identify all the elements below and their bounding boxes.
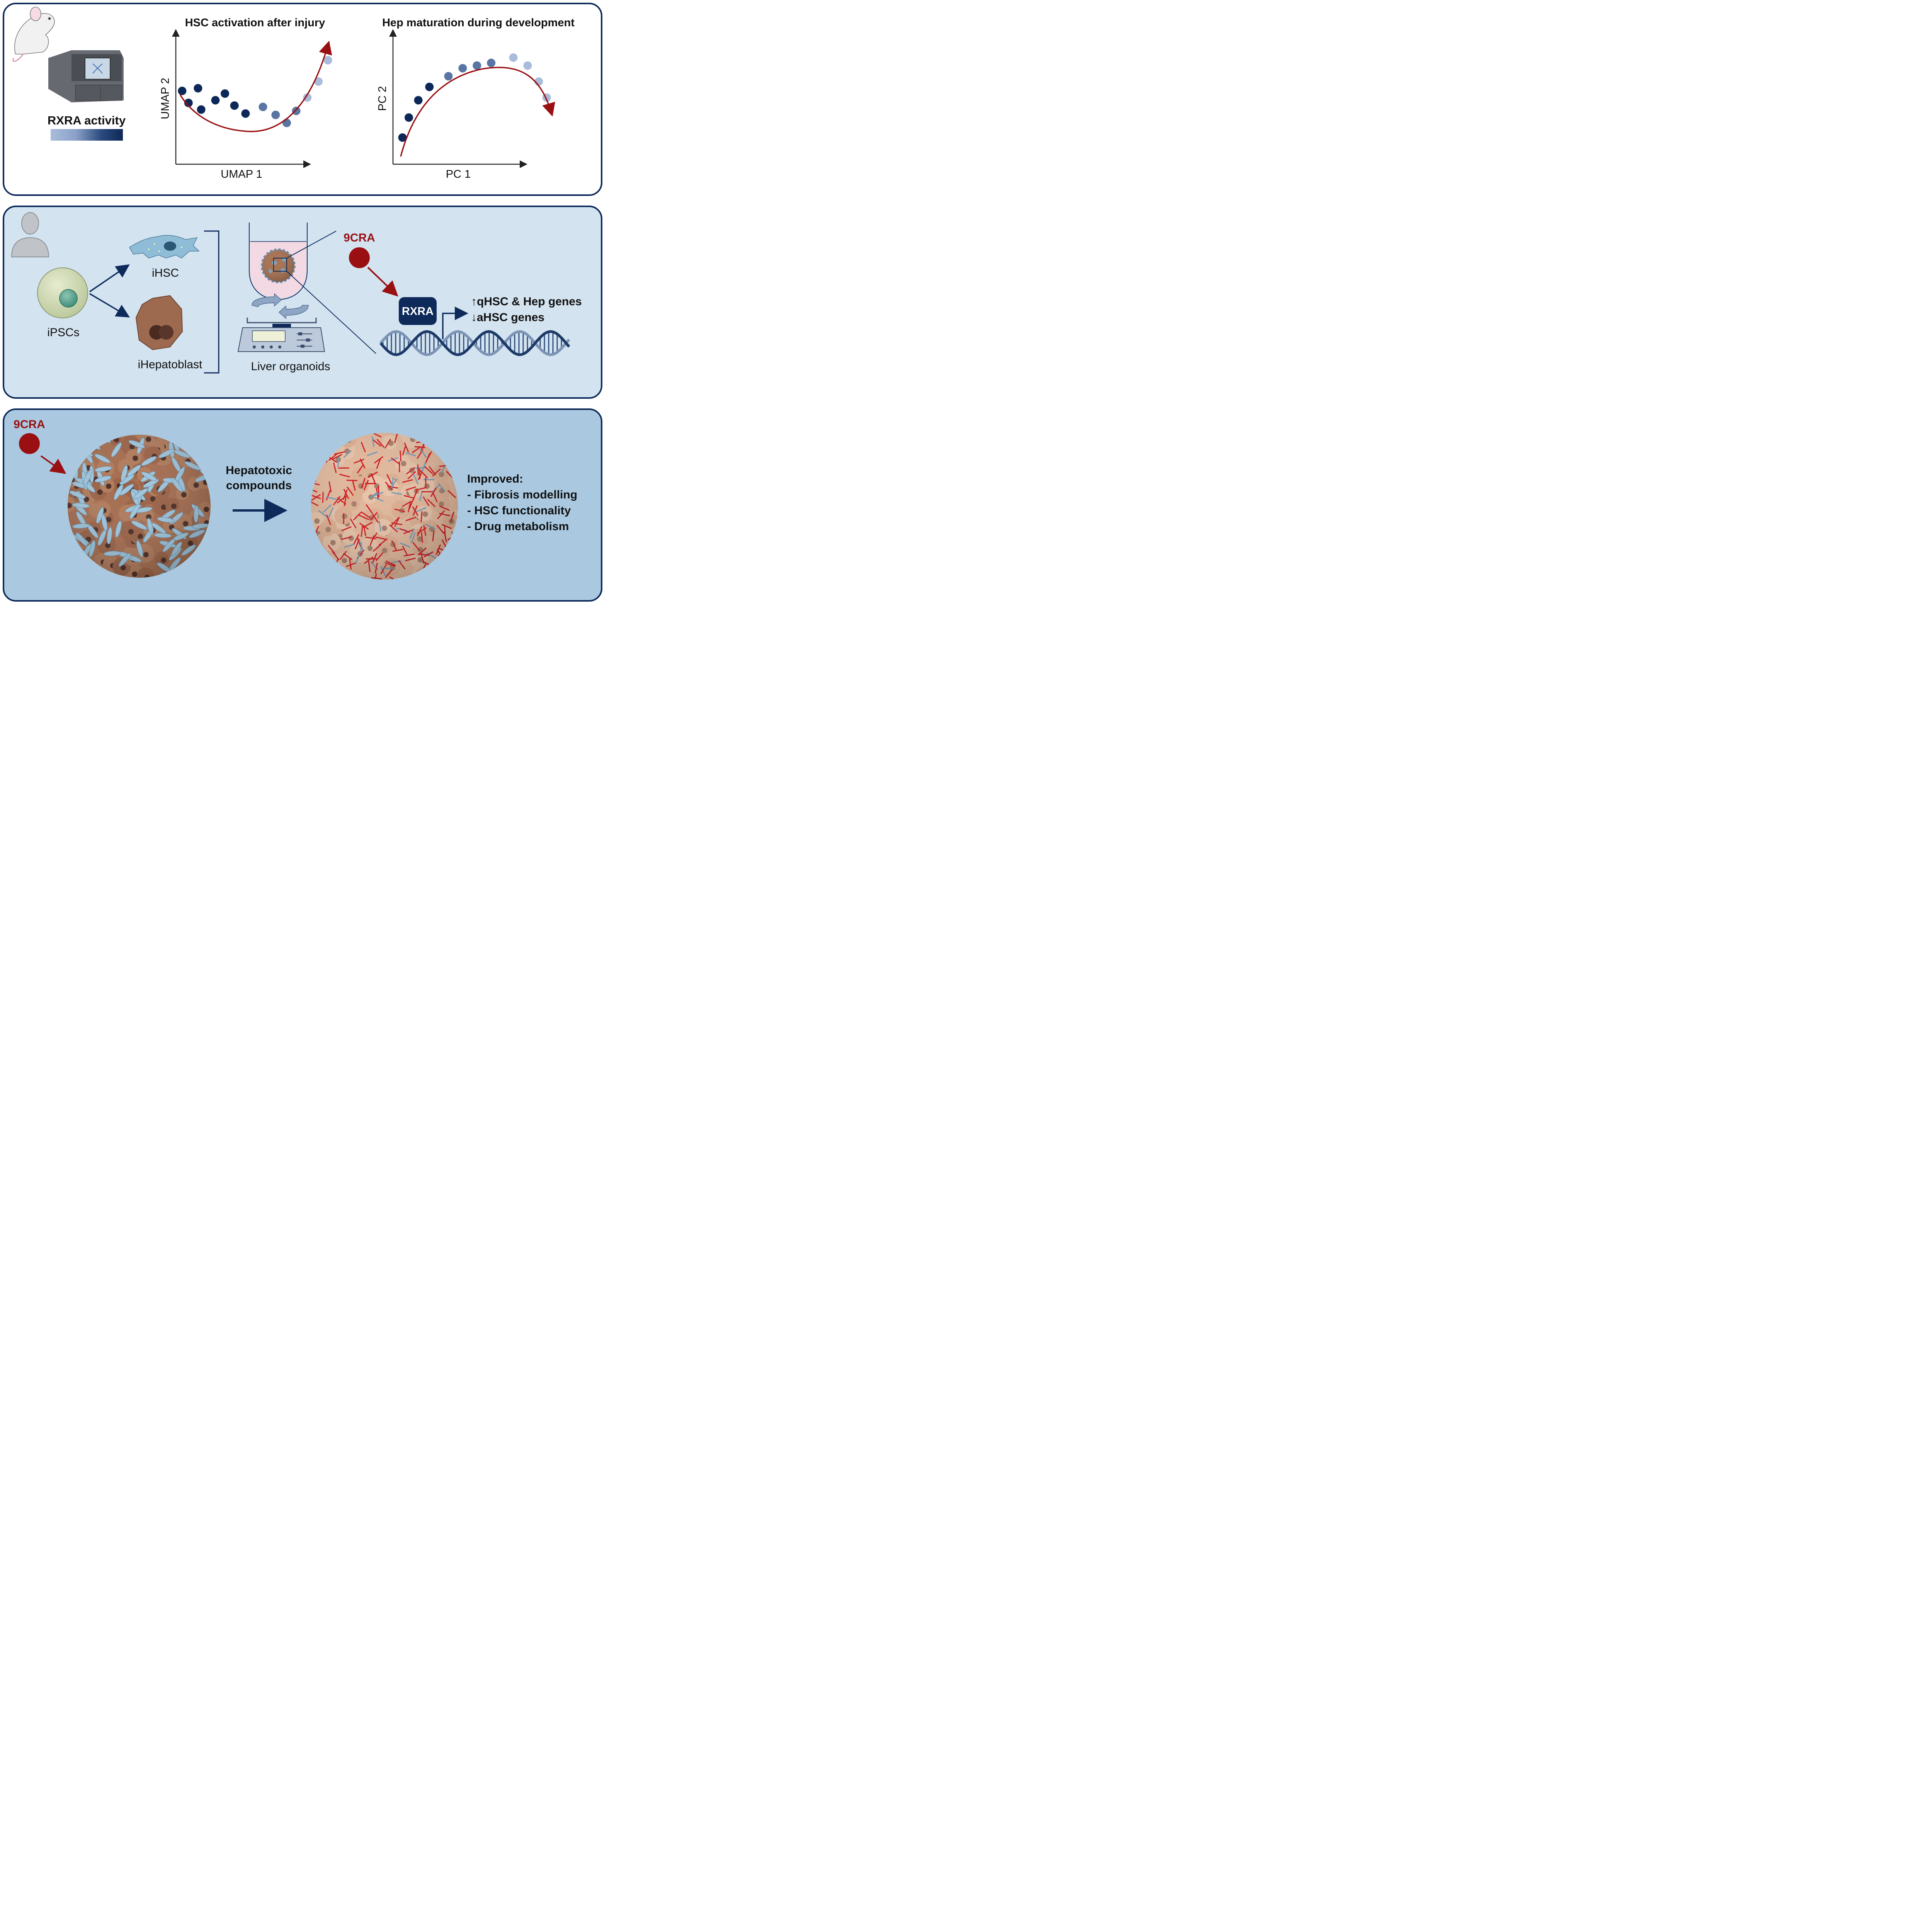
orbital-shaker-icon <box>237 318 325 352</box>
mouse-icon <box>12 7 55 62</box>
result-item-1: - Fibrosis modelling <box>467 488 577 501</box>
chart-left-point-s1-3 <box>292 107 301 115</box>
chart-right-point-s1-2 <box>473 61 481 70</box>
compound-label-panel2: 9CRA <box>344 231 375 244</box>
compound-ball-panel2 <box>349 247 370 268</box>
ihsc-cell <box>129 235 200 259</box>
chart-left-point-s1-1 <box>271 111 280 119</box>
chart-right-point-s0-2 <box>414 96 423 105</box>
chart-left-point-s0-4 <box>211 96 220 105</box>
chart-left-point-s0-7 <box>241 109 250 118</box>
chart-left-title: HSC activation after injury <box>185 17 325 29</box>
chart-right-title: Hep maturation during development <box>382 17 575 29</box>
panel-1 <box>3 3 602 196</box>
dna-helix-icon <box>379 330 570 356</box>
chart-right-xlabel: PC 1 <box>446 168 471 180</box>
ihepatoblast-label: iHepatoblast <box>138 358 202 371</box>
small-organoid <box>261 248 296 283</box>
compound-arrow-panel2 <box>367 267 398 297</box>
compound-label-panel3: 9CRA <box>14 418 45 431</box>
chart-left-dots <box>178 56 332 128</box>
arrow-label-line2: compounds <box>226 479 292 492</box>
grouping-bracket <box>204 230 219 374</box>
chart-left-xlabel: UMAP 1 <box>221 168 262 180</box>
chart-right-point-s0-1 <box>405 113 413 122</box>
organoid-label: Liver organoids <box>251 360 330 373</box>
effect-down: ↓aHSC genes <box>471 311 544 324</box>
arrow-to-ihepatoblast <box>89 293 130 318</box>
zoom-line-top <box>286 231 337 259</box>
chart-left-point-s0-2 <box>184 99 193 107</box>
rxra-gradient-bar <box>51 129 123 141</box>
sequencer-icon <box>48 50 124 102</box>
effect-up: ↑qHSC & Hep genes <box>471 295 582 308</box>
chart-right-point-s1-3 <box>487 58 496 67</box>
chart-right-point-s2-0 <box>509 53 518 62</box>
arrow-to-ihsc <box>89 264 130 293</box>
zoom-box <box>273 258 287 272</box>
arrow-label-line1: Hepatotoxic <box>226 464 292 477</box>
chart-left-ylabel: UMAP 2 <box>159 78 172 119</box>
human-silhouette-icon <box>11 212 49 257</box>
ihsc-label: iHSC <box>152 267 179 279</box>
chart-left-trend-arrow <box>179 41 332 133</box>
chart-right-trend-arrow <box>400 66 555 157</box>
chart-left-point-s1-0 <box>259 102 267 111</box>
chart-left-point-s2-0 <box>303 93 312 102</box>
chart-right-point-s2-1 <box>523 61 532 70</box>
zoom-line-bottom <box>286 271 376 354</box>
rxra-box-label: RXRA <box>402 305 434 318</box>
ihepatoblast-cell <box>135 295 183 350</box>
result-title: Improved: <box>467 473 523 485</box>
chart-left-point-s0-1 <box>194 84 202 93</box>
ipsc-label: iPSCs <box>47 326 79 339</box>
result-item-3: - Drug metabolism <box>467 520 569 533</box>
chart-left-point-s0-0 <box>178 87 187 95</box>
chart-right-point-s0-0 <box>398 133 407 142</box>
rxra-legend-label: RXRA activity <box>48 114 126 127</box>
chart-left-point-s0-5 <box>221 89 230 98</box>
chart-left-point-s2-1 <box>314 77 323 86</box>
result-item-2: - HSC functionality <box>467 504 571 517</box>
compound-ball-panel3 <box>19 433 40 454</box>
chart-right-point-s0-3 <box>425 82 434 91</box>
rxra-box <box>399 297 437 325</box>
transcription-arrow <box>442 306 468 339</box>
chart-right-dots <box>398 53 551 142</box>
chart-right-ylabel: PC 2 <box>376 86 389 111</box>
compound-arrow-panel3 <box>40 455 66 474</box>
chart-right-point-s1-1 <box>458 64 467 73</box>
chart-left-point-s1-2 <box>282 119 291 128</box>
ipsc-cell <box>37 267 88 318</box>
chart-right-point-s1-0 <box>444 72 453 81</box>
rotation-arrows-icon <box>252 293 309 319</box>
chart-left-point-s0-3 <box>197 105 206 114</box>
chart-left-point-s0-6 <box>230 101 239 110</box>
chart-left-point-s2-2 <box>323 56 332 65</box>
